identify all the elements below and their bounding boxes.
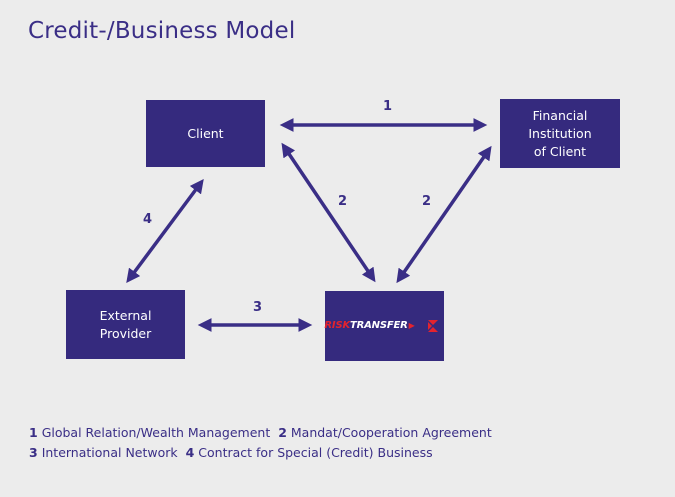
legend-text-2: Mandat/Cooperation Agreement [290,425,492,440]
legend-text-1: Global Relation/Wealth Management [41,425,271,440]
legend-number-4: 4 [185,445,195,460]
edge-label-2b: 2 [422,194,432,209]
legend-text-4: Contract for Special (Credit) Business [198,445,433,460]
legend-number-2: 2 [278,425,287,440]
edge-label-2a: 2 [338,194,348,209]
external-provider-node: External Provider [66,290,185,359]
client-label: Client [187,125,224,141]
legend-line-1: 1 Global Relation/Wealth Management 2 Ma… [29,425,492,440]
legend-number-1: 1 [29,425,38,440]
legend-line-2: 3 International Network 4 Contract for S… [29,445,433,460]
client-node: Client [146,100,265,167]
legend-text-3: International Network [41,445,178,460]
edge-label-3: 3 [253,300,263,315]
logo-arrow-icon: ▶ [408,321,415,330]
logo-risk-text: RISK [324,320,350,331]
risktransfer-mark-icon [427,320,438,332]
edge-label-4: 4 [143,212,153,227]
legend-number-3: 3 [29,445,38,460]
financial-institution-label: Financial Institution of Client [528,107,592,159]
edge-label-1: 1 [383,99,393,114]
arrow-client-risktransfer [281,142,376,283]
external-provider-label: External Provider [99,307,152,341]
financial-institution-node: Financial Institution of Client [500,99,620,168]
arrow-client-external [126,178,204,284]
arrow-financial-risktransfer [396,145,492,284]
logo-transfer-text: TRANSFER [350,320,408,331]
page-title: Credit-/Business Model [28,18,296,44]
